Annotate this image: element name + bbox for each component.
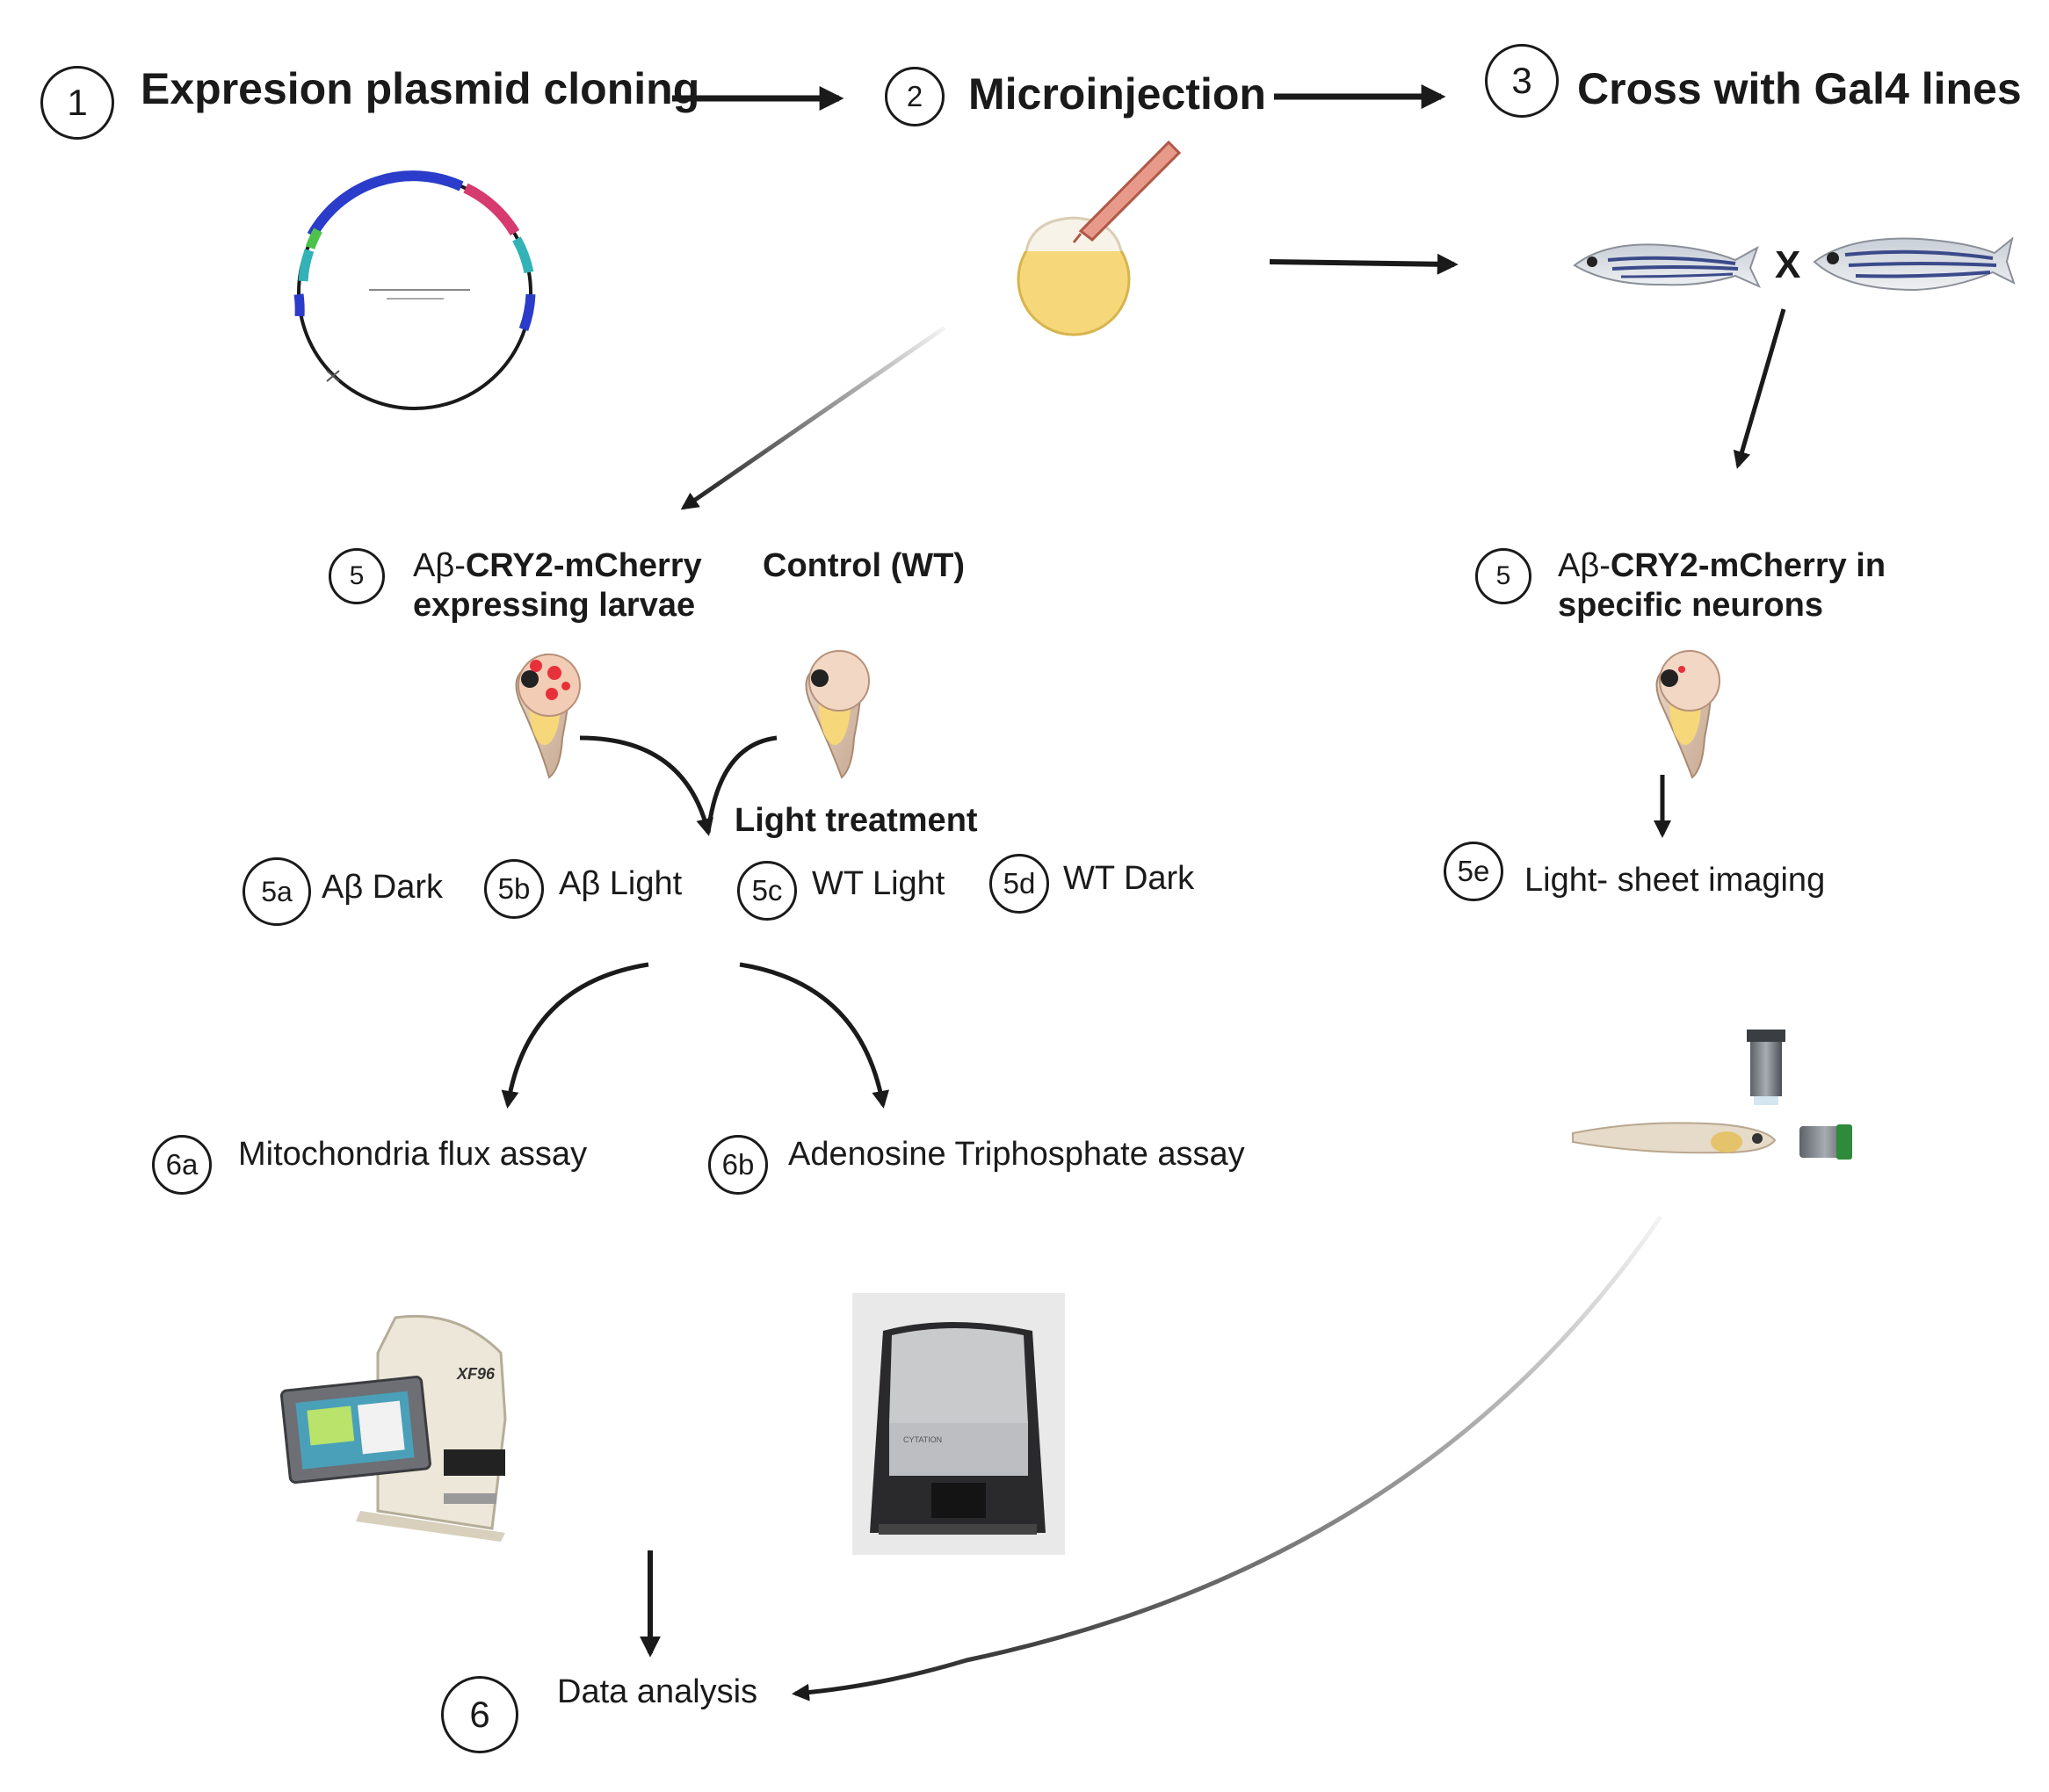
step-5d-label: WT Dark (1063, 860, 1195, 897)
arrow-to-6b (739, 962, 889, 1109)
arrow-wt-to-treatment (706, 735, 778, 834)
larva-neurons-icon (1655, 650, 1720, 779)
plasmid-map-icon (293, 170, 536, 410)
light-treatment-label: Light treatment (735, 802, 978, 839)
arrow-to-6a (501, 962, 649, 1109)
arrow-imaging-to-analysis (792, 1215, 1663, 1702)
step-6a-badge: 6a (152, 1135, 212, 1195)
step-5a-badge: 5a (243, 857, 311, 926)
zebrafish-right-icon (1813, 236, 2016, 292)
cytation-plate-reader-icon (852, 1293, 1065, 1555)
larva-abeta-icon (515, 653, 581, 779)
arrow-abeta-to-treatment (579, 735, 713, 836)
step-5b-badge: 5b (484, 859, 544, 919)
larva-wt-icon (805, 650, 870, 779)
light-sheet-microscope-icon (1572, 1030, 1852, 1160)
step-2-title: Microinjection (968, 69, 1266, 119)
step-3-badge: 3 (1485, 44, 1559, 118)
step-5-left-badge: 5 (329, 548, 385, 604)
arrow-egg-to-fish (1269, 253, 1459, 275)
cross-symbol: X (1775, 243, 1801, 286)
egg-microinjection-icon (1017, 140, 1182, 336)
seahorse-xf-analyzer-icon (279, 1314, 507, 1542)
step-5b-label: Aβ Light (559, 865, 683, 902)
step-1-badge: 1 (40, 66, 114, 140)
step-5e-badge: 5e (1444, 842, 1503, 901)
cytation-logo-text: CYTATION (903, 1435, 942, 1444)
zebrafish-left-icon (1573, 243, 1762, 289)
arrow-cross-to-neurons (1733, 308, 1786, 469)
step-6-badge: 6 (441, 1676, 518, 1753)
step-5-left-title: Aβ-CRY2-mCherry expressing larvae (413, 547, 702, 624)
step-6-label: Data analysis (557, 1673, 758, 1710)
step-5c-badge: 5c (737, 861, 797, 921)
step-5e-label: Light- sheet imaging (1524, 862, 1826, 899)
step-3-title: Cross with Gal4 lines (1577, 64, 2022, 113)
arrow-egg-to-larvae (680, 325, 946, 510)
step-5-right-title: Aβ-CRY2-mCherry in specific neurons (1558, 547, 1886, 624)
step-1-title: Expresion plasmid cloning (141, 64, 700, 113)
step-6b-badge: 6b (708, 1135, 768, 1195)
step-5c-label: WT Light (812, 865, 945, 902)
control-wt-title: Control (WT) (763, 547, 966, 584)
step-5d-badge: 5d (989, 854, 1049, 914)
step-2-badge: 2 (885, 67, 945, 126)
step-6b-label: Adenosine Triphosphate assay (788, 1136, 1245, 1173)
step-5a-label: Aβ Dark (322, 869, 443, 906)
step-6a-label: Mitochondria flux assay (238, 1136, 588, 1173)
xf-logo-text: XF96 (456, 1365, 496, 1383)
step-5-right-badge: 5 (1475, 548, 1531, 604)
